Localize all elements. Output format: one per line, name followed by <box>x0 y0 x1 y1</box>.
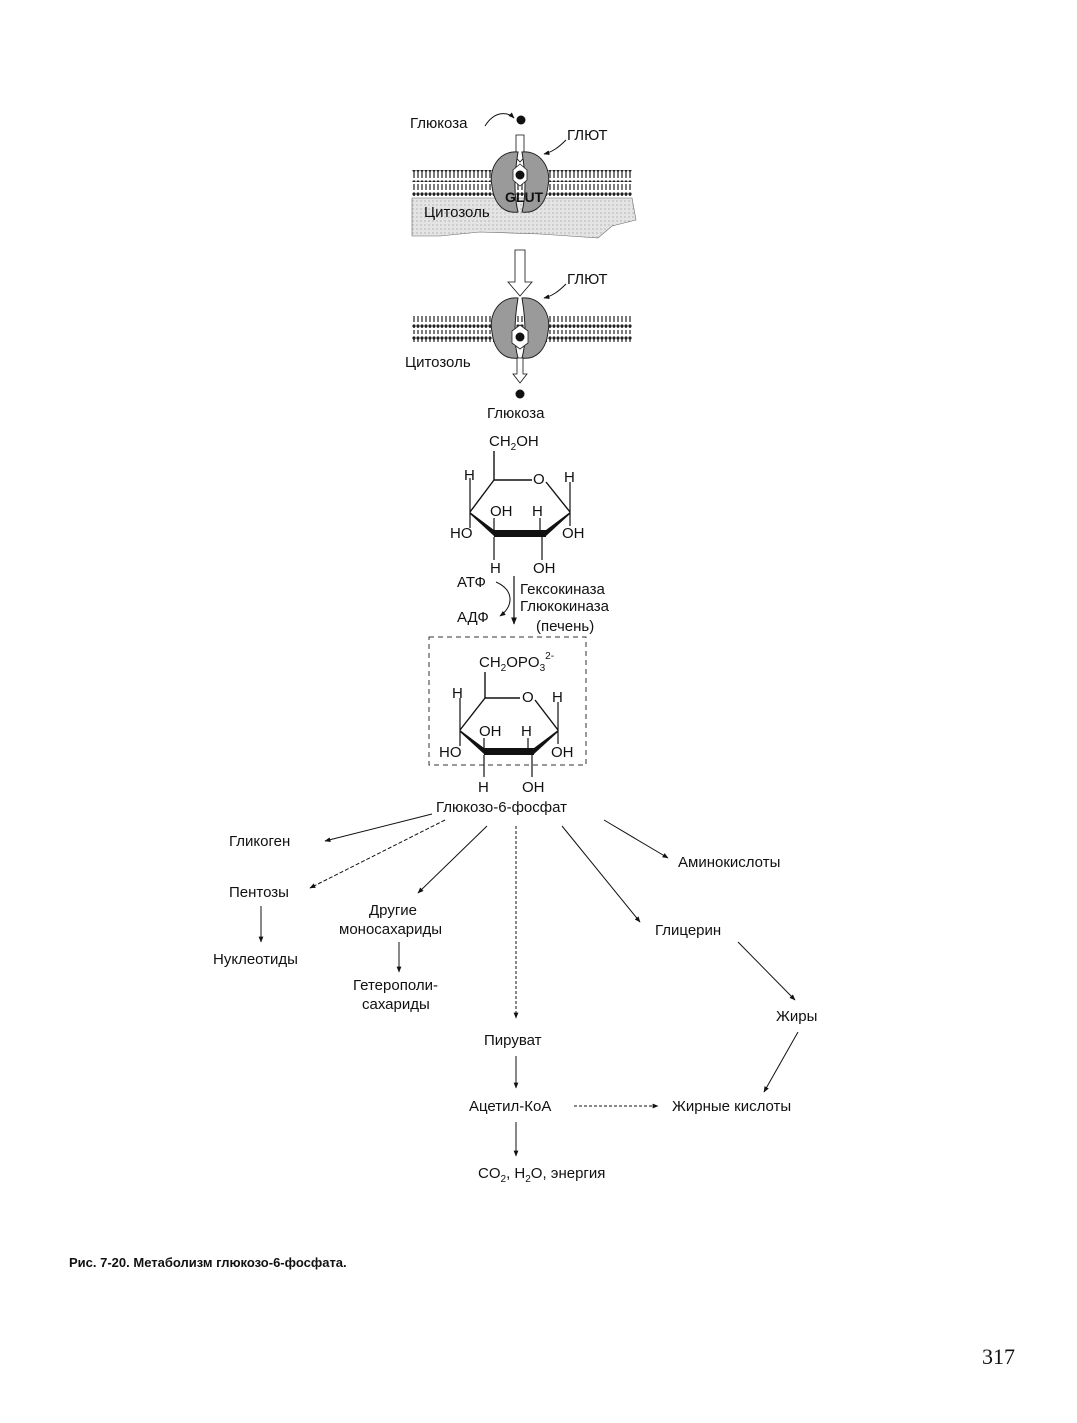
glucose-oh-inner: OH <box>490 503 513 520</box>
bound-glucose-icon <box>515 170 525 180</box>
g6p-to-amino-acids-arrow <box>603 819 669 859</box>
wedge-bond <box>534 730 558 754</box>
glucose-h-right: H <box>564 469 575 486</box>
transport-panel-top: Глюкоза ГЛЮТ GLUT Цитозоль <box>410 112 637 239</box>
figure-caption: Рис. 7-20. Метаболизм глюкозо-6-фосфата. <box>69 1255 347 1270</box>
glucose-oh-bottom: OH <box>533 560 556 577</box>
open-down-arrow-icon <box>507 249 533 297</box>
glucose-6-phosphate-structure: CH2OPO32- O H H HO OH OH H H OH Глюкозо-… <box>428 636 587 816</box>
g6p-to-pentoses-arrow <box>309 819 446 889</box>
g6p-ch2opo3-label: CH2OPO32- <box>479 651 554 674</box>
g6p-name-label: Глюкозо-6-фосфат <box>436 799 567 816</box>
pentoses-label: Пентозы <box>229 884 289 901</box>
glucokinase-label: Глюкокиназа <box>520 598 610 615</box>
glut-transporter-left-icon <box>490 151 519 213</box>
released-glucose-icon <box>515 389 525 399</box>
co2-h2o-energy-label: CO2, H2O, энергия <box>478 1165 605 1185</box>
g6p-h-bottom: H <box>478 779 489 796</box>
bond-line <box>469 479 495 513</box>
cytosol-region <box>411 197 637 239</box>
adp-label: АДФ <box>457 609 489 626</box>
glucose-outside-label: Глюкоза <box>410 115 468 132</box>
glycerol-to-fats-arrow <box>737 941 796 1001</box>
liver-note-label: (печень) <box>536 618 594 635</box>
glut-inner-label: GLUT <box>505 189 544 205</box>
glucose-h-inner: H <box>532 503 543 520</box>
cytosol-top-label: Цитозоль <box>424 204 490 221</box>
wedge-bond <box>546 512 570 536</box>
glut-transporter-left-icon <box>490 297 519 359</box>
fats-label: Жиры <box>776 1008 817 1025</box>
atp-label: АТФ <box>457 574 486 591</box>
membrane-outer-leaflet <box>412 316 632 328</box>
glut-top-label: ГЛЮТ <box>567 127 608 144</box>
glycerol-label: Глицерин <box>655 922 721 939</box>
g6p-oh-right: OH <box>551 744 574 761</box>
fatty-acids-label: Жирные кислоты <box>672 1098 791 1115</box>
g6p-h-right: H <box>552 689 563 706</box>
hexokinase-label: Гексокиназа <box>520 581 605 598</box>
page-number: 317 <box>982 1344 1015 1369</box>
metabolic-fates: Гликоген Пентозы Нуклеотиды Другие монос… <box>213 813 817 1185</box>
glucose-oh-right: OH <box>562 525 585 542</box>
fats-to-fatty-acids-arrow <box>763 1031 799 1093</box>
glucose-molecule-icon <box>516 115 526 125</box>
nucleotides-label: Нуклеотиды <box>213 951 298 968</box>
glycogen-label: Гликоген <box>229 833 290 850</box>
glut-transporter-right-icon <box>521 151 550 213</box>
heteropolysaccharides-label-1: Гетерополи- <box>353 977 438 994</box>
g6p-h-inner: H <box>521 723 532 740</box>
glucose-ho-left: HO <box>450 525 473 542</box>
glut-top-pointer <box>543 139 567 156</box>
glut-transporter-right-icon <box>521 297 550 359</box>
glucose-ring-o-label: O <box>533 471 545 488</box>
other-monosaccharides-label-2: моносахариды <box>339 921 442 938</box>
g6p-ring-o-label: O <box>522 689 534 706</box>
bound-glucose-icon <box>515 332 525 342</box>
wedge-bond <box>470 512 494 536</box>
glut-bottom-label: ГЛЮТ <box>567 271 608 288</box>
g6p-to-glycerol-arrow <box>561 825 641 923</box>
open-down-arrow-icon <box>512 357 528 384</box>
atp-to-adp-arrow <box>495 581 511 617</box>
g6p-to-other-monosaccharides-arrow <box>417 825 488 894</box>
bond-line <box>534 699 559 731</box>
glucose-h-bottom: H <box>490 560 501 577</box>
glucose-h-left: H <box>464 467 475 484</box>
wedge-bond <box>460 730 484 754</box>
g6p-to-glycogen-arrow <box>324 813 433 843</box>
g6p-h-left: H <box>452 685 463 702</box>
hexokinase-reaction: АТФ АДФ Гексокиназа Глюкокиназа (печень) <box>457 574 610 635</box>
wedge-bond <box>484 748 534 755</box>
amino-acids-label: Аминокислоты <box>678 854 780 871</box>
glucose-structure: CH2OH O H H HO OH OH H H OH <box>450 433 585 577</box>
g6p-oh-bottom: OH <box>522 779 545 796</box>
wedge-bond <box>494 530 546 537</box>
bond-line <box>545 481 571 513</box>
g6p-ho-left: HO <box>439 744 462 761</box>
g6p-oh-inner: OH <box>479 723 502 740</box>
acetyl-coa-label: Ацетил-КоА <box>469 1098 551 1115</box>
glucose-inside-label: Глюкоза <box>487 405 545 422</box>
heteropolysaccharides-label-2: сахариды <box>362 996 430 1013</box>
bond-line <box>459 697 486 731</box>
glut-bottom-pointer <box>543 283 567 300</box>
g6p-dashed-box <box>428 636 587 766</box>
pyruvate-label: Пируват <box>484 1032 542 1049</box>
transport-panel-bottom: ГЛЮТ Цитозоль Глюкоза <box>405 271 632 422</box>
glucose-ch2oh-label: CH2OH <box>489 433 539 453</box>
membrane-inner-leaflet <box>412 184 632 196</box>
glucose-entry-arrow <box>484 112 515 127</box>
cytosol-bottom-label: Цитозоль <box>405 354 471 371</box>
other-monosaccharides-label-1: Другие <box>369 902 417 919</box>
